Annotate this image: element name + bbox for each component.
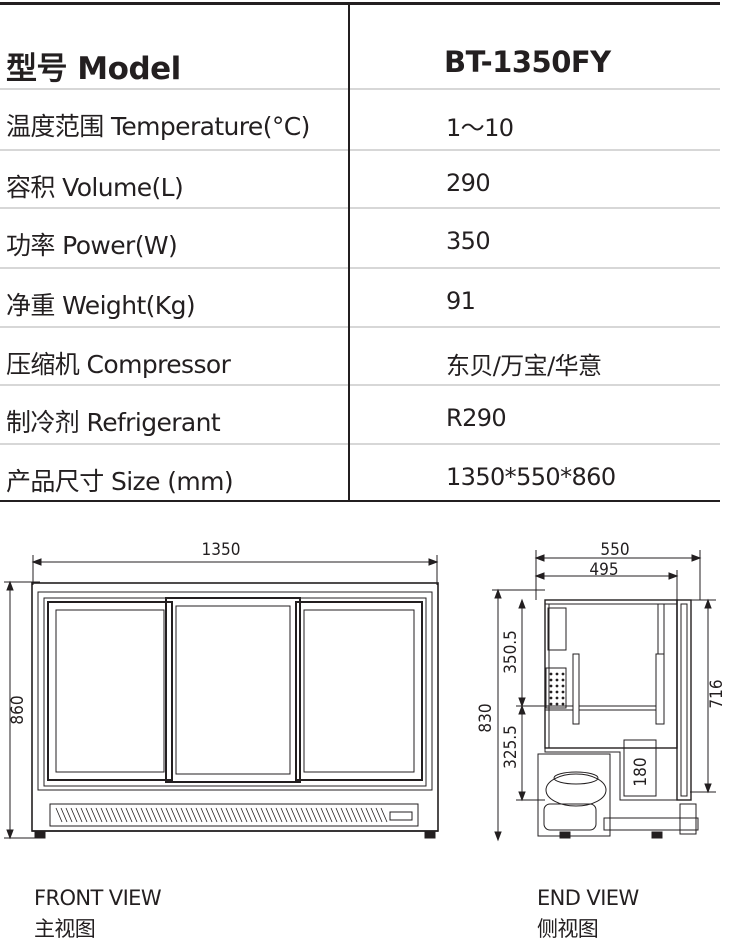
end-height-dimension: 830 [476,703,496,732]
table-row: 温度范围 Temperature(°C) 1～10 [0,90,720,151]
row-value: 290 [446,169,491,197]
spec-table: 型号 Model BT-1350FY 温度范围 Temperature(°C) … [0,2,720,502]
front-view-drawing [4,555,439,840]
table-top-rule [0,2,720,5]
technical-drawings: 1350 860 [0,520,729,943]
table-row: 产品尺寸 Size (mm) 1350*550*860 [0,445,720,500]
row-value: 1～10 [446,114,514,142]
row-label: 产品尺寸 Size (mm) [6,467,234,496]
header-label: 型号 Model [6,51,181,87]
front-view-caption-zh: 主视图 [34,917,96,941]
row-label: 净重 Weight(Kg) [6,291,196,320]
row-value: 东贝/万宝/华意 [446,352,602,380]
table-row: 功率 Power(W) 350 [0,209,720,269]
end-view-caption-en: END VIEW [537,886,639,910]
row-label: 制冷剂 Refrigerant [6,408,221,437]
table-row: 压缩机 Compressor 东贝/万宝/华意 [0,328,720,386]
row-label: 压缩机 Compressor [6,350,231,379]
row-label: 功率 Power(W) [6,231,178,260]
end-lower-dimension: 325.5 [501,725,521,769]
end-upper-dimension: 350.5 [501,630,521,674]
table-row: 净重 Weight(Kg) 91 [0,269,720,328]
row-value: 91 [446,287,476,315]
row-value: R290 [446,404,507,432]
table-column-divider [348,2,350,502]
table-bottom-rule [0,500,720,502]
row-label: 容积 Volume(L) [6,173,184,202]
table-header-row: 型号 Model BT-1350FY [0,5,720,90]
table-row: 容积 Volume(L) 290 [0,151,720,209]
end-view-caption-zh: 侧视图 [537,917,599,941]
row-value: 1350*550*860 [446,463,616,491]
front-width-dimension: 1350 [202,540,241,560]
front-view-caption: FRONT VIEW 主视图 [34,883,162,945]
end-depth-dimension: 550 [600,540,629,560]
row-label: 温度范围 Temperature(°C) [6,112,310,141]
end-view-drawing [492,550,716,842]
table-row: 制冷剂 Refrigerant R290 [0,386,720,445]
front-view-caption-en: FRONT VIEW [34,886,162,910]
end-door-height-dimension: 716 [707,679,727,708]
model-number: BT-1350FY [444,45,611,79]
front-height-dimension: 860 [8,695,28,724]
row-value: 350 [446,227,491,255]
end-inner-depth-dimension: 495 [589,560,618,580]
end-step-dimension: 180 [631,757,651,786]
end-view-caption: END VIEW 侧视图 [537,883,639,945]
